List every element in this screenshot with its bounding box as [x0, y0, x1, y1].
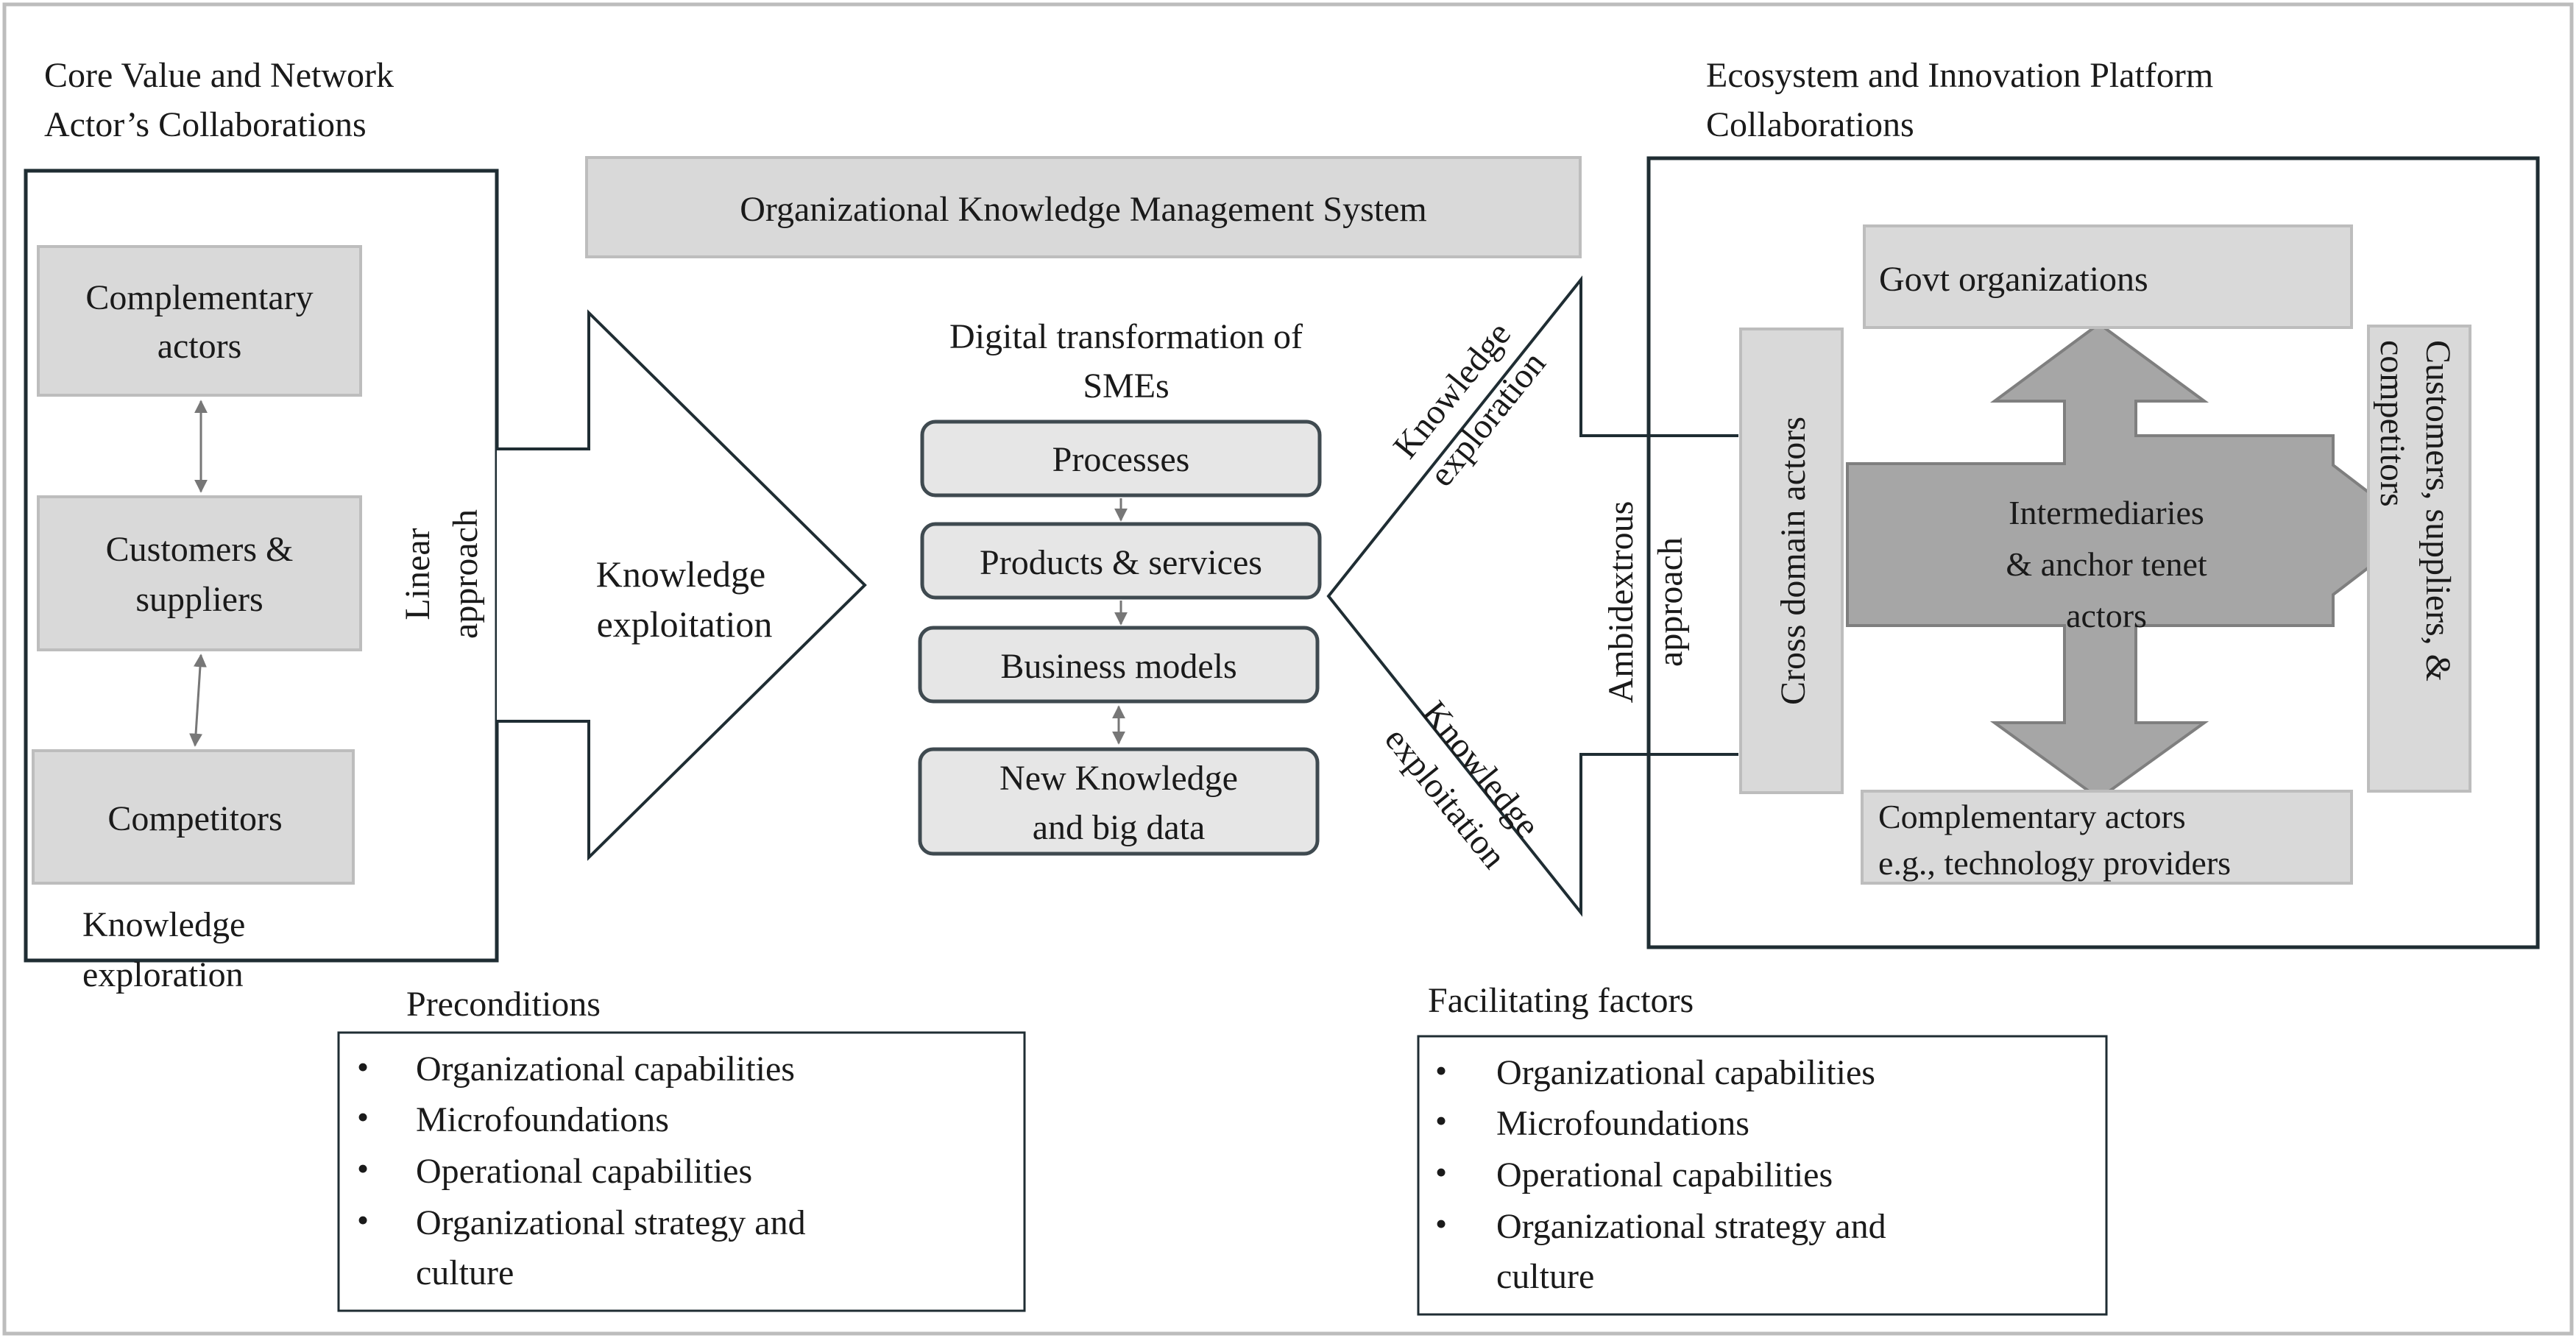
govt-box: [1863, 224, 2353, 329]
new-knowledge-label-1: New Knowledge: [999, 759, 1238, 798]
products-label: Products & services: [980, 543, 1262, 582]
complementary-actors-label-2: actors: [158, 327, 242, 366]
cross-arrow-gray: [1846, 322, 2421, 801]
processes-label: Processes: [1052, 440, 1190, 479]
preconditions-item-4: Organizational strategy and: [416, 1203, 806, 1242]
core-group-heading-2: Actor’s Collaborations: [44, 105, 367, 144]
preconditions-bullet-4: •: [357, 1201, 369, 1239]
preconditions-heading: Preconditions: [406, 985, 601, 1024]
complementary-actors-label-1: Complementary: [85, 278, 313, 317]
facilitating-bullet-4: •: [1435, 1205, 1447, 1242]
core-group-heading-1: Core Value and Network: [44, 56, 394, 95]
facilitating-item-4: Organizational strategy and: [1496, 1207, 1886, 1246]
arrow-label-2: exploitation: [597, 603, 773, 645]
customers-right-box: [2367, 325, 2471, 793]
customers-suppliers-box: [37, 495, 362, 651]
facilitating-bullet-3: •: [1435, 1153, 1447, 1191]
preconditions-box: [337, 1031, 1026, 1312]
facilitating-item-5: culture: [1496, 1257, 1594, 1296]
products-box: [920, 522, 1322, 600]
okms-box: [585, 156, 1582, 258]
cross-domain-box: [1739, 328, 1844, 794]
facilitating-list: • Organizational capabilities • Microfou…: [1435, 1052, 1886, 1296]
intermediaries-label-3: actors: [2066, 597, 2147, 634]
dt-title-2: SMEs: [1083, 367, 1169, 406]
competitors-label: Competitors: [107, 799, 282, 838]
knowledge-exploration-left-2: exploration: [82, 955, 244, 994]
facilitating-item-2: Microfoundations: [1496, 1104, 1749, 1143]
facilitating-item-3: Operational capabilities: [1496, 1155, 1833, 1194]
customers-right-label-1: Customers, suppliers, &: [2418, 340, 2458, 682]
intermediaries-label-1: Intermediaries: [2009, 494, 2204, 531]
complementary-right-label-2: e.g., technology providers: [1878, 844, 2231, 882]
eco-group-heading-2: Collaborations: [1706, 105, 1914, 144]
preconditions-item-5: culture: [416, 1253, 514, 1292]
intermediaries-label-2: & anchor tenet: [2006, 545, 2207, 583]
new-knowledge-box: [918, 747, 1320, 856]
cross-domain-label: Cross domain actors: [1774, 417, 1813, 705]
eco-group-heading-1: Ecosystem and Innovation Platform: [1706, 56, 2213, 95]
business-models-box: [918, 626, 1320, 704]
preconditions-item-3: Operational capabilities: [416, 1152, 752, 1191]
complementary-actors-box: [37, 245, 362, 397]
facilitating-heading: Facilitating factors: [1428, 981, 1694, 1020]
customers-suppliers-label-2: suppliers: [135, 580, 263, 619]
preconditions-list: • Organizational capabilities • Microfou…: [357, 1048, 806, 1292]
preconditions-item-2: Microfoundations: [416, 1100, 669, 1139]
facilitating-bullet-1: •: [1435, 1052, 1447, 1089]
ambidextrous-approach-1: Ambidextrous: [1602, 501, 1641, 704]
linear-approach-1: Linear: [398, 528, 437, 620]
preconditions-item-1: Organizational capabilities: [416, 1049, 795, 1089]
linear-approach-2: approach: [446, 509, 485, 639]
complementary-right-box: [1861, 790, 2353, 885]
competitors-box: [32, 749, 355, 885]
dt-title-1: Digital transformation of: [949, 317, 1303, 356]
knowledge-exploitation-arrow: [497, 309, 867, 861]
customers-suppliers-label-1: Customers &: [106, 530, 294, 569]
preconditions-bullet-1: •: [357, 1048, 369, 1086]
preconditions-bullet-3: •: [357, 1150, 369, 1187]
business-models-label: Business models: [1000, 647, 1236, 686]
new-knowledge-label-2: and big data: [1033, 808, 1206, 847]
processes-box: [920, 420, 1322, 498]
customers-right-label-2: competitors: [2373, 340, 2412, 507]
facilitating-box: [1417, 1035, 2108, 1316]
double-arrow-2: [189, 654, 207, 747]
eco-group-frame: [1646, 156, 2540, 949]
okms-title: Organizational Knowledge Management Syst…: [740, 190, 1427, 229]
preconditions-bullet-2: •: [357, 1098, 369, 1136]
facilitating-item-1: Organizational capabilities: [1496, 1053, 1875, 1092]
facilitating-bullet-2: •: [1435, 1102, 1447, 1139]
ambidextrous-approach-2: approach: [1651, 537, 1690, 667]
arrow-label-1: Knowledge: [596, 553, 766, 595]
govt-label: Govt organizations: [1879, 260, 2148, 299]
knowledge-exploration-left-1: Knowledge: [82, 905, 245, 944]
complementary-right-label-1: Complementary actors: [1878, 798, 2186, 835]
